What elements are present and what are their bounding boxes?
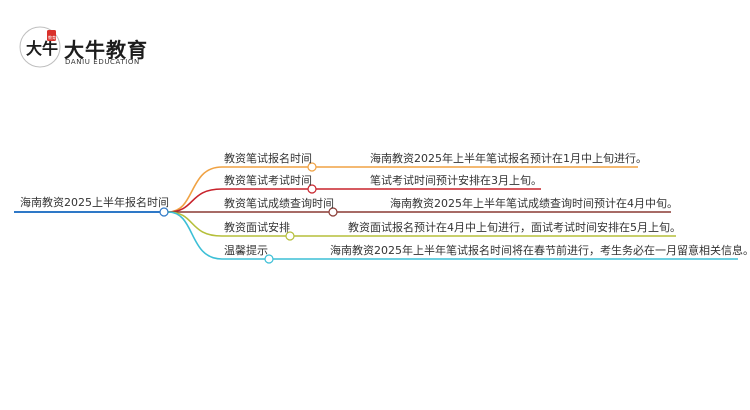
brand-name-cn: 大牛教育	[64, 38, 148, 62]
branch-connector	[167, 211, 223, 237]
branch-node	[285, 231, 295, 241]
root-label: 海南教资2025上半年报名时间	[20, 196, 169, 209]
branch-detail: 教资面试报名预计在4月中上旬进行，面试考试时间安排在5月上旬。	[348, 221, 681, 234]
svg-text:教育: 教育	[48, 34, 56, 40]
branch-label: 温馨提示	[224, 244, 268, 257]
branch-connector	[167, 188, 223, 213]
branch-detail: 海南教资2025年上半年笔试报名时间将在春节前进行，考生务必在一月留意相关信息。	[330, 244, 750, 257]
branch-node	[328, 207, 338, 217]
branch-detail: 海南教资2025年上半年笔试报名预计在1月中上旬进行。	[370, 152, 647, 165]
brand-name-en: DANIU EDUCATION	[65, 58, 140, 66]
brand-logo: 大牛 教育 大牛教育 DANIU EDUCATION	[18, 24, 158, 70]
branch-label: 教资笔试成绩查询时间	[224, 197, 334, 210]
branch-detail: 海南教资2025年上半年笔试成绩查询时间预计在4月中旬。	[390, 197, 678, 210]
branch-detail: 笔试考试时间预计安排在3月上旬。	[370, 174, 542, 187]
branch-node	[264, 254, 274, 264]
branch-node	[307, 162, 317, 172]
branch-node	[307, 184, 317, 194]
branch-label: 教资面试安排	[224, 221, 290, 234]
root-node	[159, 207, 169, 217]
branch-label: 教资笔试考试时间	[224, 174, 312, 187]
branch-label: 教资笔试报名时间	[224, 152, 312, 165]
daniu-logo-icon: 大牛 教育	[19, 26, 61, 68]
branch-connector	[167, 211, 223, 260]
svg-text:大牛: 大牛	[26, 39, 58, 58]
